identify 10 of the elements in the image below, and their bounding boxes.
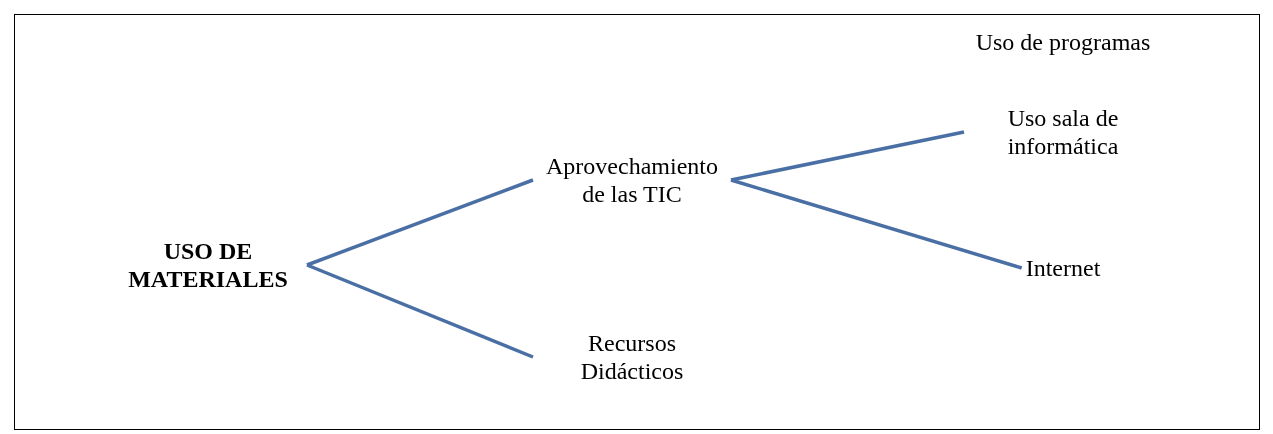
node-text: USO DE MATERIALES <box>127 237 289 293</box>
connector-line <box>306 263 534 359</box>
connector-line <box>730 178 1023 270</box>
node-text: Uso de programas <box>975 28 1151 56</box>
connector-line <box>730 130 965 182</box>
node-text: Recursos Didácticos <box>579 329 685 385</box>
connector-line <box>306 178 534 267</box>
node-text: Uso sala de informática <box>1006 104 1120 160</box>
node-text: Aprovechamiento de las TIC <box>545 152 719 208</box>
node-text: Internet <box>1025 254 1101 282</box>
